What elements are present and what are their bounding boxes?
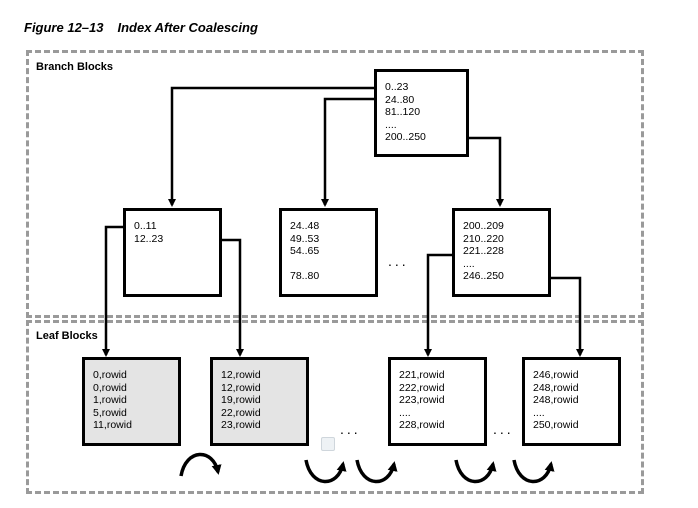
leaf-blocks-label: Leaf Blocks (36, 330, 98, 342)
leaf-entry: 12,rowid (221, 369, 261, 381)
branch-entry: 24..80 (385, 93, 415, 106)
branch-block-2: 24..48 49..53 54..65 78..80 (279, 208, 378, 297)
figure-title: Index After Coalescing (117, 20, 258, 35)
leaf-ellipsis-left: ... (340, 421, 361, 437)
branch-entry: 24..48 (290, 220, 320, 232)
link-root-to-b1 (168, 86, 376, 207)
leaf-entry: 0,rowid (93, 381, 127, 394)
leaf-entry: 23,rowid (221, 419, 261, 432)
link-b3-to-l4 (548, 276, 584, 357)
branch-entry: 221..228 (463, 245, 504, 258)
leaf-entry: 12,rowid (221, 381, 261, 394)
link-root-to-b2 (321, 97, 376, 207)
leaf-entry: 248,rowid (533, 381, 579, 394)
leaf-entry: .... (533, 406, 545, 419)
leaf-entry: 19,rowid (221, 394, 261, 407)
figure-caption: Figure 12–13 Index After Coalescing (24, 20, 258, 35)
leaf-entry: 1,rowid (93, 394, 127, 407)
link-b1-to-l2 (220, 238, 244, 357)
leaf-entry: 22,rowid (221, 406, 261, 419)
sibling-link-1 (179, 452, 222, 477)
branch-entry: 49..53 (290, 232, 320, 245)
branch-entry: 200..209 (463, 220, 504, 232)
branch-entry: 12..23 (134, 232, 164, 245)
branch-block-3: 200..209 210..220 221..228 .... 246..250 (452, 208, 551, 297)
figure-number: Figure 12–13 (24, 20, 104, 35)
overlay-glyph-icon (321, 437, 335, 451)
branch-entry: .... (385, 118, 397, 131)
branch-entry: 0..23 (385, 81, 409, 93)
leaf-entry: 0,rowid (93, 369, 127, 381)
link-b1-to-l1 (102, 225, 125, 357)
leaf-block-3: 221,rowid 222,rowid 223,rowid .... 228,r… (388, 357, 487, 446)
leaf-block-4: 246,rowid 248,rowid 248,rowid .... 250,r… (522, 357, 621, 446)
sibling-link-4 (454, 459, 497, 484)
leaf-entry: 221,rowid (399, 369, 445, 381)
branch-block-root: 0..23 24..80 81..120 .... 200..250 (374, 69, 469, 157)
leaf-block-1: 0,rowid 0,rowid 1,rowid 5,rowid 11,rowid (82, 357, 181, 446)
sibling-link-2 (304, 459, 347, 484)
sibling-link-5 (512, 459, 555, 484)
branch-entry: 78..80 (290, 269, 320, 282)
leaf-block-2: 12,rowid 12,rowid 19,rowid 22,rowid 23,r… (210, 357, 309, 446)
leaf-entry: 223,rowid (399, 394, 445, 407)
branch-entry: 54..65 (290, 245, 320, 258)
branch-entry: 0..11 (134, 220, 157, 232)
leaf-entry: 5,rowid (93, 406, 127, 419)
leaf-entry: 11,rowid (93, 419, 132, 432)
leaf-entry: 248,rowid (533, 394, 579, 407)
sibling-link-3 (355, 459, 398, 484)
link-b3-to-l3 (424, 253, 453, 357)
branch-entry: 246..250 (463, 270, 504, 283)
link-root-to-b3 (467, 136, 504, 207)
leaf-blocks-region (26, 320, 644, 494)
branch-blocks-label: Branch Blocks (36, 61, 114, 73)
branch-entry: 210..220 (463, 232, 504, 245)
branch-blocks-region (26, 50, 644, 318)
leaf-entry: .... (399, 406, 411, 419)
leaf-ellipsis-right: ... (493, 421, 514, 437)
leaf-entry: 246,rowid (533, 369, 579, 381)
branch-block-1: 0..11 12..23 (123, 208, 222, 297)
branch-entry: .... (463, 257, 475, 270)
leaf-entry: 250,rowid (533, 419, 579, 432)
leaf-entry: 228,rowid (399, 419, 445, 432)
branch-entry: 81..120 (385, 106, 421, 119)
branch-ellipsis: ... (388, 253, 409, 269)
branch-entry: 200..250 (385, 131, 426, 144)
leaf-entry: 222,rowid (399, 381, 445, 394)
